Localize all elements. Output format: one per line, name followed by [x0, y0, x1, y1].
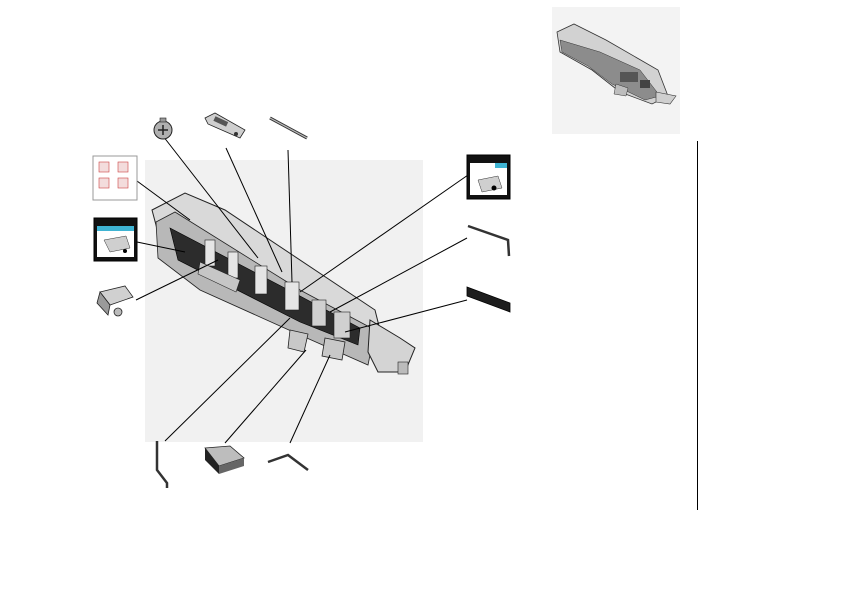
long-wire-part [155, 441, 169, 488]
angled-rod-part [267, 453, 309, 471]
instruction-label-right [466, 154, 511, 200]
main-rail-assembly [151, 192, 416, 375]
latch-clip-part [96, 285, 134, 317]
leader-lines [135, 135, 469, 444]
warning-label-part [92, 155, 138, 201]
instruction-label-left [93, 217, 138, 262]
divider-line [697, 141, 698, 510]
thumbnail-assembly [556, 23, 677, 105]
foam-block-part [204, 445, 245, 474]
left-bracket-part [204, 112, 246, 139]
spring-rod-part [269, 116, 308, 140]
black-pad-part [466, 286, 511, 313]
hook-bar-part [467, 224, 511, 257]
screw-part [153, 117, 173, 140]
